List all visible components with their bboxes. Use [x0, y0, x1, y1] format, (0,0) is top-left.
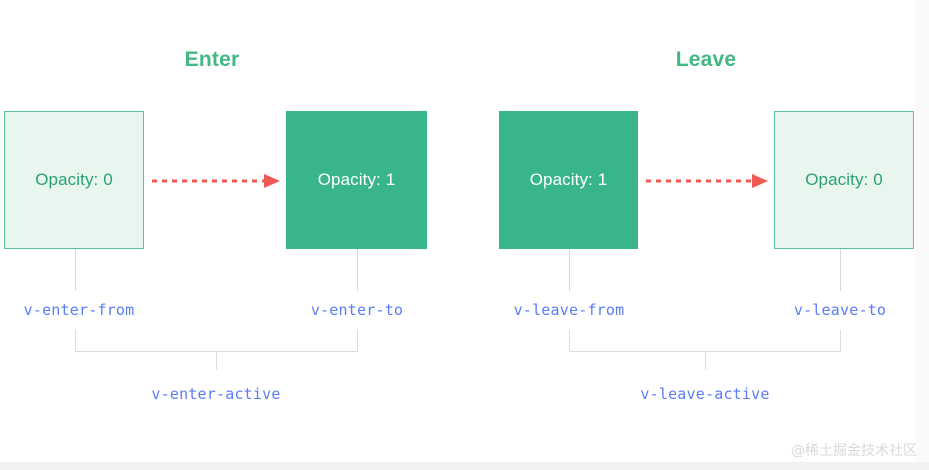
box-leave-to: Opacity: 0	[774, 111, 914, 249]
class-label-v-enter-to: v-enter-to	[310, 301, 404, 319]
connector-stem-enter-to	[357, 249, 358, 291]
dotted-arrow-right-icon	[152, 173, 280, 189]
box-enter-to: Opacity: 1	[286, 111, 427, 249]
connector-stem-leave-to	[840, 249, 841, 291]
class-label-v-leave-to: v-leave-to	[793, 301, 887, 319]
class-label-v-leave-from: v-leave-from	[513, 301, 625, 319]
page-gutter-right	[915, 0, 929, 470]
class-label-v-leave-active: v-leave-active	[640, 385, 770, 403]
page-surface	[0, 0, 915, 462]
bracket-leave-active	[569, 330, 841, 352]
section-title-leave: Leave	[675, 48, 737, 71]
class-label-v-enter-from: v-enter-from	[23, 301, 135, 319]
bracket-stem-leave-active	[705, 352, 706, 370]
connector-stem-enter-from	[75, 249, 76, 291]
class-label-v-enter-active: v-enter-active	[151, 385, 281, 403]
box-leave-from: Opacity: 1	[499, 111, 638, 249]
dotted-arrow-right-icon	[646, 173, 768, 189]
page-gutter-bottom	[0, 462, 929, 470]
bracket-enter-active	[75, 330, 358, 352]
watermark: @稀土掘金技术社区	[791, 443, 917, 459]
bracket-stem-enter-active	[216, 352, 217, 370]
connector-stem-leave-from	[569, 249, 570, 291]
box-enter-from: Opacity: 0	[4, 111, 144, 249]
section-title-enter: Enter	[184, 48, 240, 71]
